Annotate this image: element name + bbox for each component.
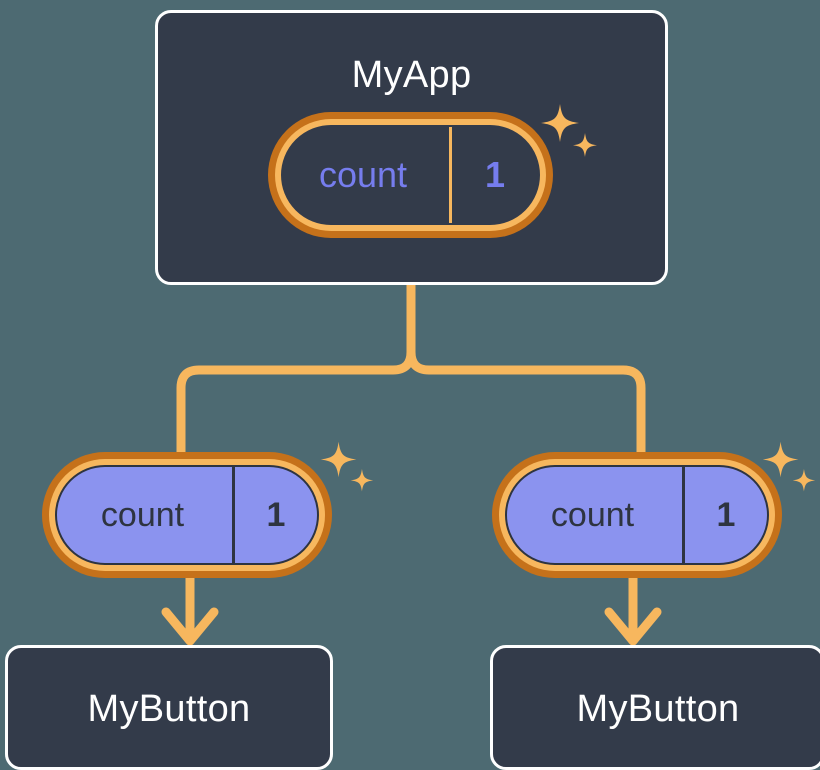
state-value-child-right: 1: [716, 496, 736, 534]
component-title-myapp: MyApp: [351, 54, 472, 96]
state-key-child-left: count: [100, 496, 185, 534]
state-pill-body-child-left: count 1: [55, 465, 319, 565]
state-pill-ring-root: count 1: [275, 119, 546, 231]
sparkle-icon-child-right: [760, 438, 818, 501]
connector-root-to-right-child: [406, 280, 646, 457]
arrow-head-right: [604, 607, 662, 646]
sparkle-icon-child-left: [318, 438, 376, 501]
state-pill-body-child-right: count 1: [505, 465, 769, 565]
connector-root-to-left-child: [176, 280, 416, 457]
state-pill-ring-child-left: count 1: [49, 459, 325, 571]
state-pill-root[interactable]: count 1: [268, 112, 553, 238]
component-title-mybutton-left: MyButton: [87, 688, 251, 730]
state-value-child-left: 1: [266, 496, 286, 534]
component-node-mybutton-left[interactable]: MyButton: [5, 645, 333, 770]
arrow-head-left: [161, 607, 219, 646]
component-title-mybutton-right: MyButton: [576, 688, 740, 730]
state-divider-child-left: [232, 467, 235, 563]
state-pill-child-left[interactable]: count 1: [42, 452, 332, 578]
state-key-child-right: count: [550, 496, 635, 534]
state-divider-child-right: [682, 467, 685, 563]
state-divider-root: [449, 127, 452, 223]
component-node-mybutton-right[interactable]: MyButton: [490, 645, 820, 770]
state-value-root: 1: [484, 154, 506, 195]
sparkle-icon-root: [538, 100, 600, 167]
state-pill-body-root: count 1: [281, 125, 540, 225]
state-key-root: count: [318, 154, 408, 195]
state-pill-child-right[interactable]: count 1: [492, 452, 782, 578]
state-pill-ring-child-right: count 1: [499, 459, 775, 571]
